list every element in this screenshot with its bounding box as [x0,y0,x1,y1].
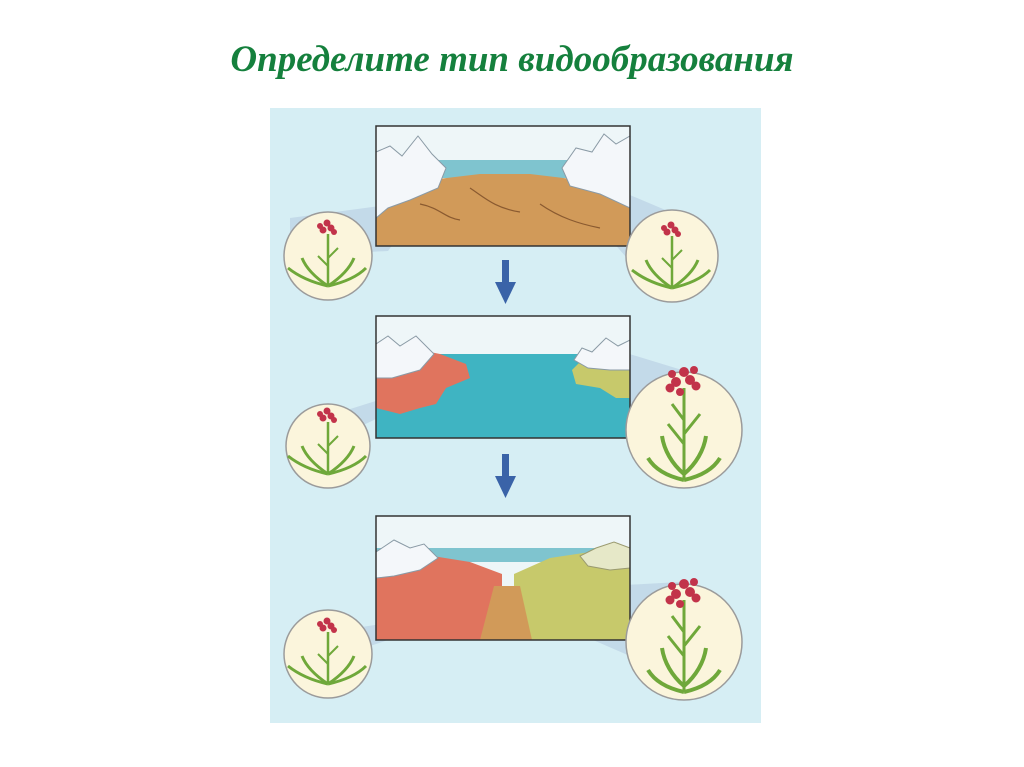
speciation-diagram [270,108,761,723]
slide-title: Определите тип видообразования [0,38,1024,81]
